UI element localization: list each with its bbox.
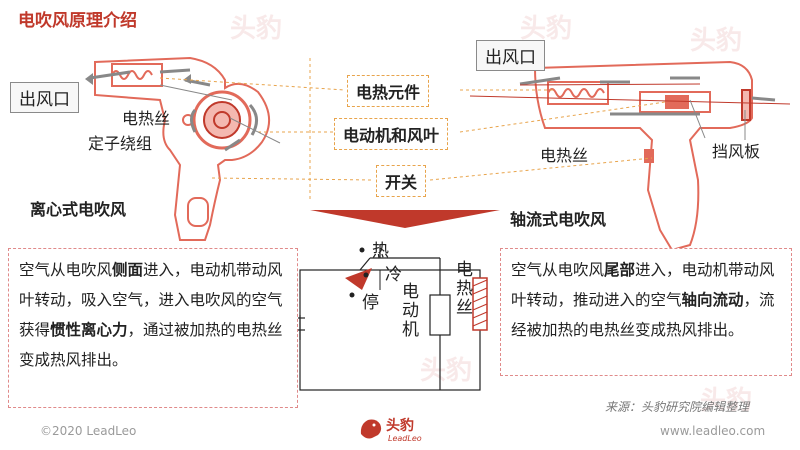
- circuit-cold-label: 冷: [385, 265, 402, 285]
- copyright: ©2020 LeadLeo: [40, 424, 137, 438]
- emphasis-text: 侧面: [112, 261, 144, 279]
- circuit-heater-label: 电热丝: [452, 260, 472, 317]
- circuit-schematic: [295, 245, 481, 391]
- centrifugal-dryer-illustration: [94, 56, 270, 241]
- description-text: ，通过被加热的电热丝变成热风排出。: [19, 321, 283, 369]
- outlet-label-left: 出风口: [10, 82, 79, 113]
- connector-lines: [159, 58, 666, 200]
- motor-fan-label: 电动机和风叶: [334, 118, 449, 150]
- watermark: 头豹: [520, 14, 573, 44]
- watermark: 头豹: [230, 14, 283, 44]
- switch-contact: [345, 268, 372, 290]
- page-title: 电吹风原理介绍: [18, 11, 137, 31]
- circuit-motor-label: 电动机: [398, 282, 418, 339]
- emphasis-text: 尾部: [604, 261, 636, 279]
- description-text: 空气从电吹风: [19, 261, 113, 279]
- circuit-hot-label: 热: [372, 241, 389, 261]
- source-note: 来源：头豹研究院编辑整理: [605, 400, 750, 414]
- website-link[interactable]: www.leadleo.com: [660, 424, 766, 438]
- centrifugal-type-title: 离心式电吹风: [30, 200, 127, 219]
- watermark: 头豹: [690, 26, 743, 56]
- emphasis-text: 轴向流动: [681, 291, 744, 309]
- airflow-arrows-left: [89, 68, 258, 152]
- right-heating-wire-label: 电热丝: [540, 146, 589, 165]
- circuit-stop-label: 停: [362, 293, 379, 313]
- watermark: 头豹: [420, 356, 473, 386]
- description-text: ，流经被加热的电热丝变成热风排出。: [511, 291, 775, 339]
- description-text: 进入，电动机带动风叶转动，吸入空气，进入电吹风的空气获得: [19, 261, 283, 339]
- baffle-label: 挡风板: [712, 142, 761, 161]
- description-text: 空气从电吹风: [511, 261, 605, 279]
- brand-name: 头豹: [386, 418, 414, 434]
- heater-resistor: [472, 277, 488, 331]
- axial-dryer-illustration: [533, 60, 753, 252]
- centrifugal-description: 空气从电吹风侧面进入，电动机带动风叶转动，吸入空气，进入电吹风的空气获得惯性离心…: [8, 248, 298, 408]
- description-text: 进入，电动机带动风叶转动，推动进入的空气: [511, 261, 775, 309]
- axial-description: 空气从电吹风尾部进入，电动机带动风叶转动，推动进入的空气轴向流动，流经被加热的电…: [500, 248, 792, 376]
- stator-winding-label: 定子绕组: [88, 134, 153, 153]
- outlet-label-right: 出风口: [476, 40, 545, 71]
- airflow-arrows-right: [519, 76, 776, 116]
- down-pointer: [310, 210, 500, 228]
- switch-label: 开关: [376, 165, 427, 197]
- brand-sub: LeadLeo: [388, 434, 422, 443]
- leopard-icon: [360, 419, 382, 439]
- left-heating-wire-label: 电热丝: [122, 109, 171, 128]
- heating-element-label: 电热元件: [347, 75, 430, 107]
- watermark: 头豹: [700, 386, 753, 416]
- axial-type-title: 轴流式电吹风: [510, 210, 607, 229]
- emphasis-text: 惯性离心力: [50, 321, 128, 339]
